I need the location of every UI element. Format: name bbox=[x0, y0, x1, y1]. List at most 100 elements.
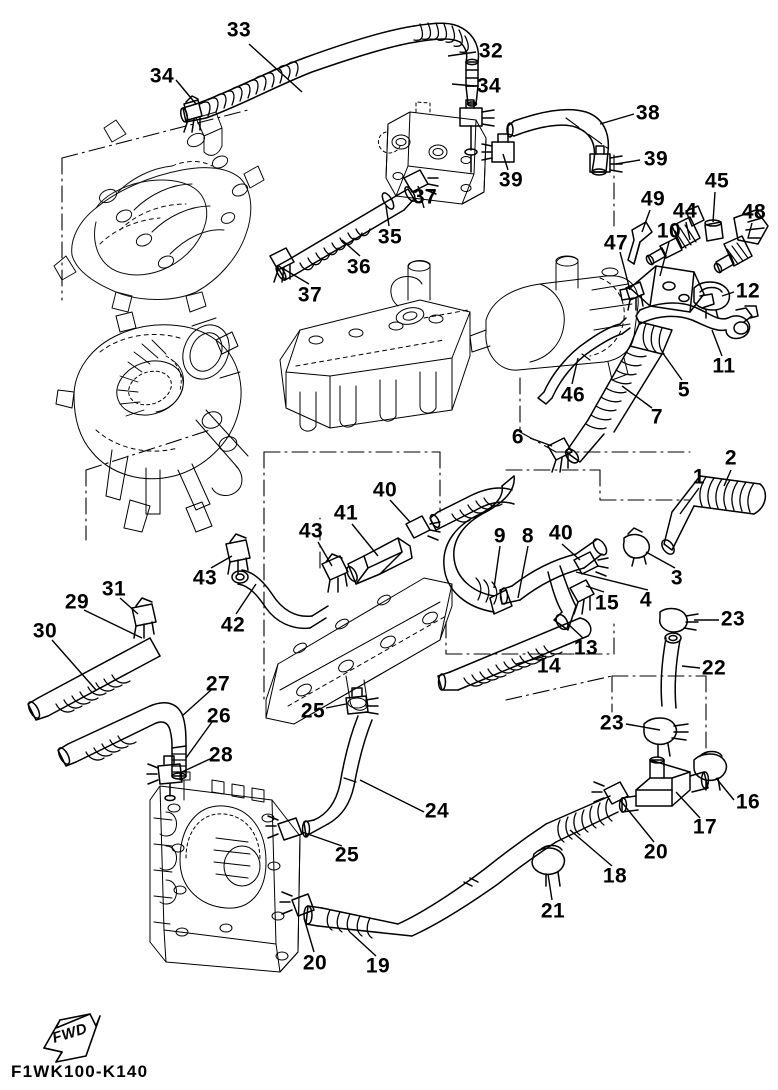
part-11-pipe bbox=[635, 302, 759, 340]
callout-19: 19 bbox=[365, 954, 391, 978]
part-45-cap bbox=[704, 219, 724, 242]
clamp-3 bbox=[622, 527, 650, 567]
callout-25: 25 bbox=[334, 843, 360, 867]
clamp-31 bbox=[131, 597, 157, 639]
fwd-arrow-symbol bbox=[43, 1013, 101, 1063]
callout-20: 20 bbox=[643, 840, 669, 864]
callout-43: 43 bbox=[192, 566, 218, 590]
part-41-sleeve bbox=[346, 537, 413, 585]
callout-29: 29 bbox=[64, 590, 90, 614]
callout-44: 44 bbox=[672, 199, 698, 223]
hose-33 bbox=[179, 22, 480, 123]
callout-38: 38 bbox=[635, 101, 661, 125]
callout-45: 45 bbox=[704, 169, 730, 193]
callout-35: 35 bbox=[377, 225, 403, 249]
callout-9: 9 bbox=[493, 524, 507, 548]
clamp-37-right bbox=[403, 169, 439, 195]
callout-47: 47 bbox=[603, 231, 629, 255]
callout-30: 30 bbox=[32, 619, 58, 643]
part-44-valve bbox=[645, 205, 705, 266]
hose-19 bbox=[303, 905, 413, 939]
clamp-43-left bbox=[225, 533, 251, 575]
callout-27: 27 bbox=[205, 672, 231, 696]
clamp-34-left bbox=[183, 95, 203, 133]
clamp-20-left bbox=[279, 891, 315, 917]
clamp-6 bbox=[547, 437, 573, 473]
callout-20: 20 bbox=[302, 951, 328, 975]
callout-39: 39 bbox=[643, 147, 669, 171]
callout-17: 17 bbox=[692, 815, 718, 839]
callout-3: 3 bbox=[670, 566, 684, 590]
callout-32: 32 bbox=[478, 39, 504, 63]
callout-43: 43 bbox=[298, 519, 324, 543]
vapor-separator-ghost bbox=[149, 771, 301, 973]
callout-16: 16 bbox=[735, 790, 761, 814]
intake-manifold-ghost bbox=[53, 111, 265, 313]
callout-42: 42 bbox=[220, 613, 246, 637]
callout-37: 37 bbox=[412, 185, 438, 209]
part-46-pipe bbox=[537, 317, 631, 405]
callout-12: 12 bbox=[735, 279, 761, 303]
callout-8: 8 bbox=[521, 524, 535, 548]
clamp-23-upper bbox=[658, 607, 699, 633]
callout-18: 18 bbox=[602, 864, 628, 888]
callout-2: 2 bbox=[724, 446, 738, 470]
callout-49: 49 bbox=[640, 187, 666, 211]
part-22-pipe bbox=[660, 632, 682, 709]
clamp-43-right bbox=[321, 553, 349, 593]
clamp-23-lower bbox=[643, 717, 689, 757]
callout-28: 28 bbox=[208, 743, 234, 767]
pump-housing-ghost bbox=[55, 311, 249, 533]
part-47-clip bbox=[625, 281, 645, 311]
callout-23: 23 bbox=[599, 711, 625, 735]
phantom-group-lines bbox=[61, 109, 707, 757]
fuel-rail-ghost bbox=[265, 577, 453, 725]
clamp-25-lower bbox=[265, 815, 303, 841]
plenum-ghost bbox=[279, 260, 471, 432]
callout-24: 24 bbox=[424, 799, 450, 823]
part-17-tee bbox=[618, 756, 710, 813]
callout-34: 34 bbox=[476, 74, 502, 98]
callout-48: 48 bbox=[741, 200, 767, 224]
clamp-16 bbox=[693, 750, 728, 791]
callout-33: 33 bbox=[226, 18, 252, 42]
clamp-39-left bbox=[481, 133, 515, 163]
part-10-bracket bbox=[619, 265, 715, 313]
callout-22: 22 bbox=[701, 656, 727, 680]
part-12-clamp bbox=[693, 281, 731, 319]
callout-36: 36 bbox=[346, 255, 372, 279]
hose-7-ribs bbox=[585, 351, 647, 430]
part-4-branch bbox=[489, 538, 608, 631]
callout-40: 40 bbox=[548, 521, 574, 545]
hose-38 bbox=[506, 108, 610, 176]
clamp-15 bbox=[569, 579, 595, 615]
hose-42 bbox=[231, 569, 329, 630]
callout-31: 31 bbox=[101, 577, 127, 601]
hose-2-ribs bbox=[699, 476, 755, 513]
callout-5: 5 bbox=[677, 378, 691, 402]
callout-41: 41 bbox=[333, 501, 359, 525]
callout-11: 11 bbox=[712, 354, 736, 378]
hose-36 bbox=[275, 186, 416, 281]
clamp-25-upper bbox=[345, 687, 379, 715]
callout-26: 26 bbox=[206, 704, 232, 728]
hose-26-27 bbox=[57, 701, 187, 780]
clamp-34-right bbox=[459, 99, 495, 173]
callout-10: 10 bbox=[656, 219, 682, 243]
callout-4: 4 bbox=[639, 588, 653, 612]
callout-14: 14 bbox=[536, 654, 562, 678]
clamp-37-left bbox=[269, 247, 295, 283]
callout-25: 25 bbox=[300, 699, 326, 723]
callout-37: 37 bbox=[297, 283, 323, 307]
throttle-bracket-ghost bbox=[378, 101, 487, 205]
callout-21: 21 bbox=[540, 899, 566, 923]
hose-near-40 bbox=[429, 487, 515, 531]
callout-46: 46 bbox=[560, 383, 586, 407]
hose-1-2 bbox=[661, 475, 767, 555]
callout-40: 40 bbox=[372, 478, 398, 502]
callout-15: 15 bbox=[594, 591, 620, 615]
part-48-fitting bbox=[713, 209, 769, 274]
callout-39: 39 bbox=[498, 168, 524, 192]
part-24-pipe bbox=[301, 715, 373, 838]
